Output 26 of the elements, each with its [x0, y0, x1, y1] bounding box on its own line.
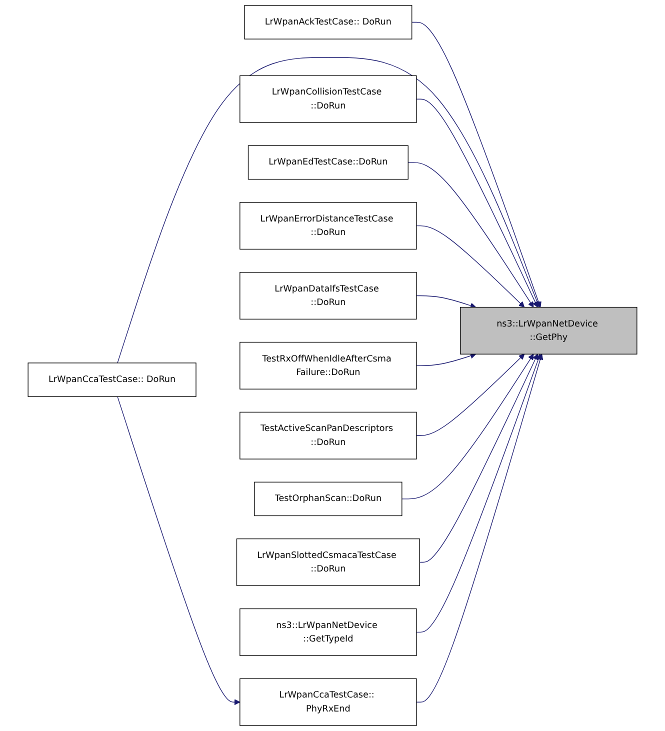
node-box: LrWpanCcaTestCase:: DoRun	[28, 362, 196, 397]
node-box: TestOrphanScan::DoRun	[254, 482, 402, 516]
arrow	[416, 225, 525, 308]
arrow	[416, 354, 542, 633]
arrow	[408, 162, 534, 308]
arrow	[416, 352, 476, 366]
arrow	[412, 22, 542, 308]
node-box: ns3::LrWpanNetDevice ::GetTypeId	[240, 608, 417, 656]
node-box: LrWpanEdTestCase::DoRun	[248, 145, 408, 180]
node-box: TestRxOffWhenIdleAfterCsma Failure::DoRun	[240, 342, 417, 390]
arrow	[416, 354, 544, 702]
node-box: LrWpanSlottedCsmacaTestCase ::DoRun	[236, 538, 420, 586]
node-box: TestActiveScanPanDescriptors ::DoRun	[240, 412, 417, 460]
arrow	[416, 98, 538, 308]
arrow	[117, 57, 540, 364]
node-box: ns3::LrWpanNetDevice ::GetPhy	[460, 306, 638, 354]
arrow	[416, 295, 476, 308]
node-box: LrWpanCcaTestCase:: PhyRxEnd	[240, 678, 417, 726]
node-box: LrWpanCollisionTestCase ::DoRun	[240, 75, 417, 123]
arrow	[416, 354, 525, 436]
arrow	[117, 396, 240, 706]
arrow	[402, 354, 534, 500]
node-box: LrWpanDataIfsTestCase ::DoRun	[240, 272, 417, 320]
node-box: LrWpanErrorDistanceTestCase ::DoRun	[240, 202, 417, 250]
node-box: LrWpanAckTestCase:: DoRun	[244, 5, 412, 40]
arrow	[419, 354, 538, 563]
